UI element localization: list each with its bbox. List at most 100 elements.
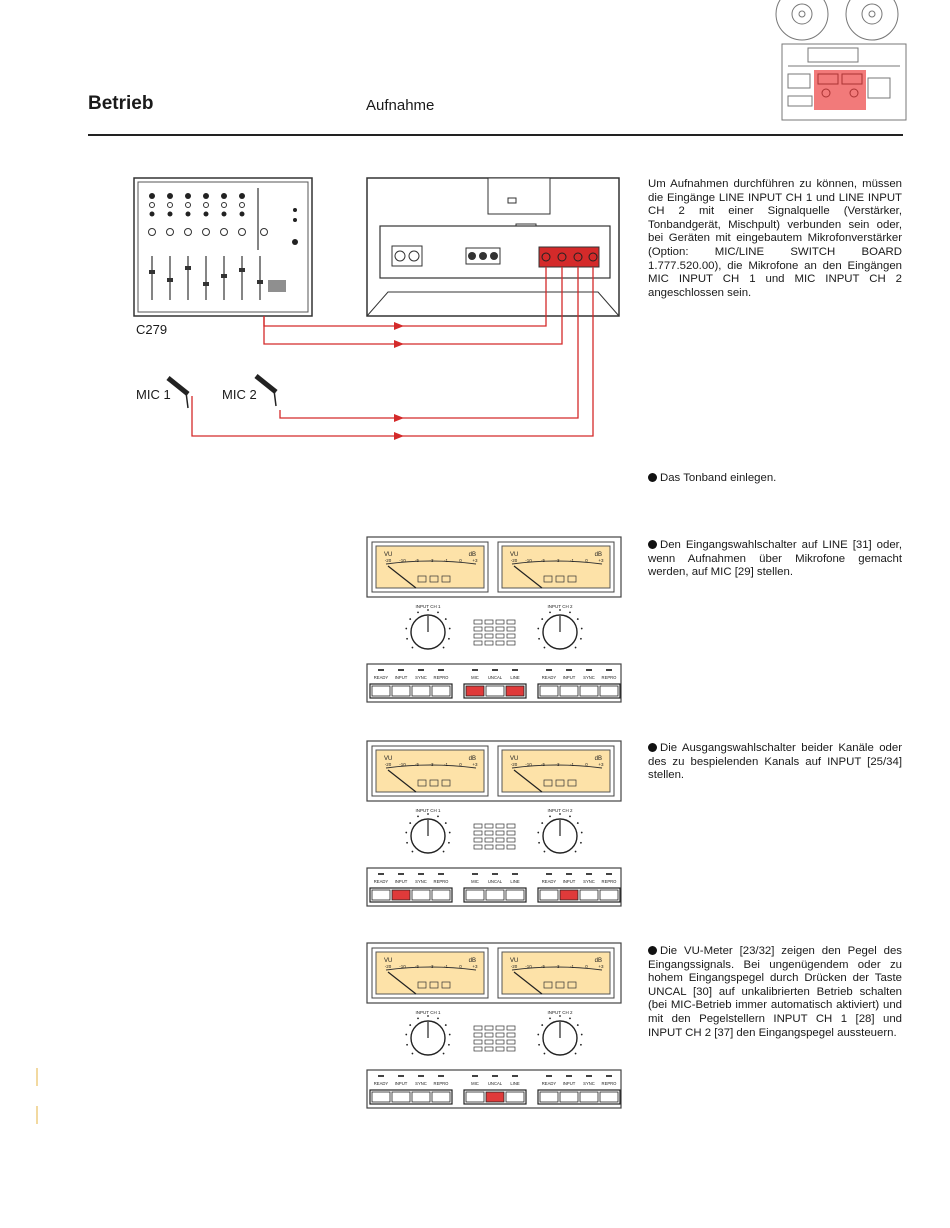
knob-scale-dot [444,618,447,620]
meter-scale-label: +3 [472,762,478,767]
mixer-c279 [133,177,313,317]
knob-scale-dot [574,1052,577,1055]
knob-scale-dot [444,1024,447,1026]
knob-scale-dot [543,850,546,853]
button-indicator-led [418,669,424,671]
knob-scale-dot [537,831,540,834]
knob-scale-dot [427,609,429,611]
knob-scale-dot [580,637,582,640]
button-indicator-led [512,669,518,671]
meter-scale-label: -10 [399,964,406,969]
button-indicator-led [566,1075,572,1077]
button-group-frame [463,887,527,903]
panel-button [599,685,619,697]
panel-button [559,685,579,697]
panel-button [539,889,559,901]
meter-led [543,779,553,787]
meter-scale-arc [511,966,603,971]
centre-key [473,1032,483,1038]
knob-scale-dot [442,850,445,853]
meter-scale-label: -3 [555,964,559,969]
button-indicator-led [512,1075,518,1077]
centre-key [484,640,494,646]
meter-scale-label: -1 [570,558,574,563]
centre-key [473,837,483,843]
knob-scale-dot [448,1033,451,1036]
meter-led [543,575,553,583]
centre-key [473,619,483,625]
button-indicator-led [472,669,478,671]
panel-button [579,1091,599,1103]
tape-machine-rear [366,177,620,317]
db-label: dB [469,958,476,964]
button-label: READY [542,675,557,680]
panel-button [431,685,451,697]
centre-key [473,640,483,646]
meter-scale-label: -10 [525,964,532,969]
panel-button [465,685,485,697]
knob-label: INPUT CH 1 [416,1010,441,1015]
meter-scale-label: -20 [385,964,392,969]
knob-scale-dot [437,611,439,614]
meter-scale-label: -10 [399,762,406,767]
knob-scale-dot [559,609,561,611]
meter-scale-label: 0 [585,964,588,969]
meter-scale-label: 0 [459,558,462,563]
meter-led [555,779,565,787]
button-label: MIC [471,1081,479,1086]
bullet-icon [648,946,657,955]
meter-led [555,981,565,989]
meter-scale-label: -20 [511,964,518,969]
input-sockets [538,246,600,268]
panel-button [391,685,411,697]
knob-scale-dot [448,637,450,640]
bullet-icon [648,743,657,752]
panel-button [505,685,525,697]
panel-button [579,889,599,901]
centre-key [495,1032,505,1038]
microphone-2-icon [254,374,278,407]
signal-cables [191,267,594,437]
panel-button [505,889,525,901]
button-label: SYNC [415,1081,427,1086]
button-label: READY [542,1081,557,1086]
centre-key [495,1046,505,1052]
button-label: UNCAL [488,675,503,680]
panel-button [579,685,599,697]
centre-key [473,823,483,829]
panel-button [599,889,619,901]
knob-scale-dot [541,618,544,620]
button-group-frame [537,1089,621,1105]
centre-key [495,640,505,646]
knob-scale-dot [580,841,582,844]
meter-needle [513,971,543,995]
centre-key [506,1039,516,1045]
meter-led [441,779,451,787]
button-label: READY [374,879,389,884]
centre-key [484,619,494,625]
centre-key [473,626,483,632]
centre-key [484,626,494,632]
knob-label: INPUT CH 2 [548,808,573,813]
centre-key [506,619,516,625]
meter-scale-label: 0 [585,558,588,563]
meter-scale-label: 0 [459,964,462,969]
button-indicator-led [378,1075,384,1077]
button-label: INPUT [395,879,408,884]
panel-button [539,1091,559,1103]
step-input-selector: Den Eingangswahlschalter auf LINE [31] o… [648,539,902,580]
knob-scale-dot [549,611,551,614]
button-indicator-led [398,1075,404,1077]
header-rule [88,134,903,136]
meter-scale-arc [385,560,477,565]
button-label: SYNC [583,675,595,680]
knob-scale-dot [409,1024,412,1026]
meter-scale-label: +3 [598,558,604,563]
knob-label: INPUT CH 1 [416,808,441,813]
centre-key [495,823,505,829]
step-output-selector-text: Die Ausgangswahlschalter beider Kanäle o… [648,742,902,782]
centre-key [506,1025,516,1031]
meter-scale-label: +3 [598,964,604,969]
button-label: UNCAL [488,1081,503,1086]
